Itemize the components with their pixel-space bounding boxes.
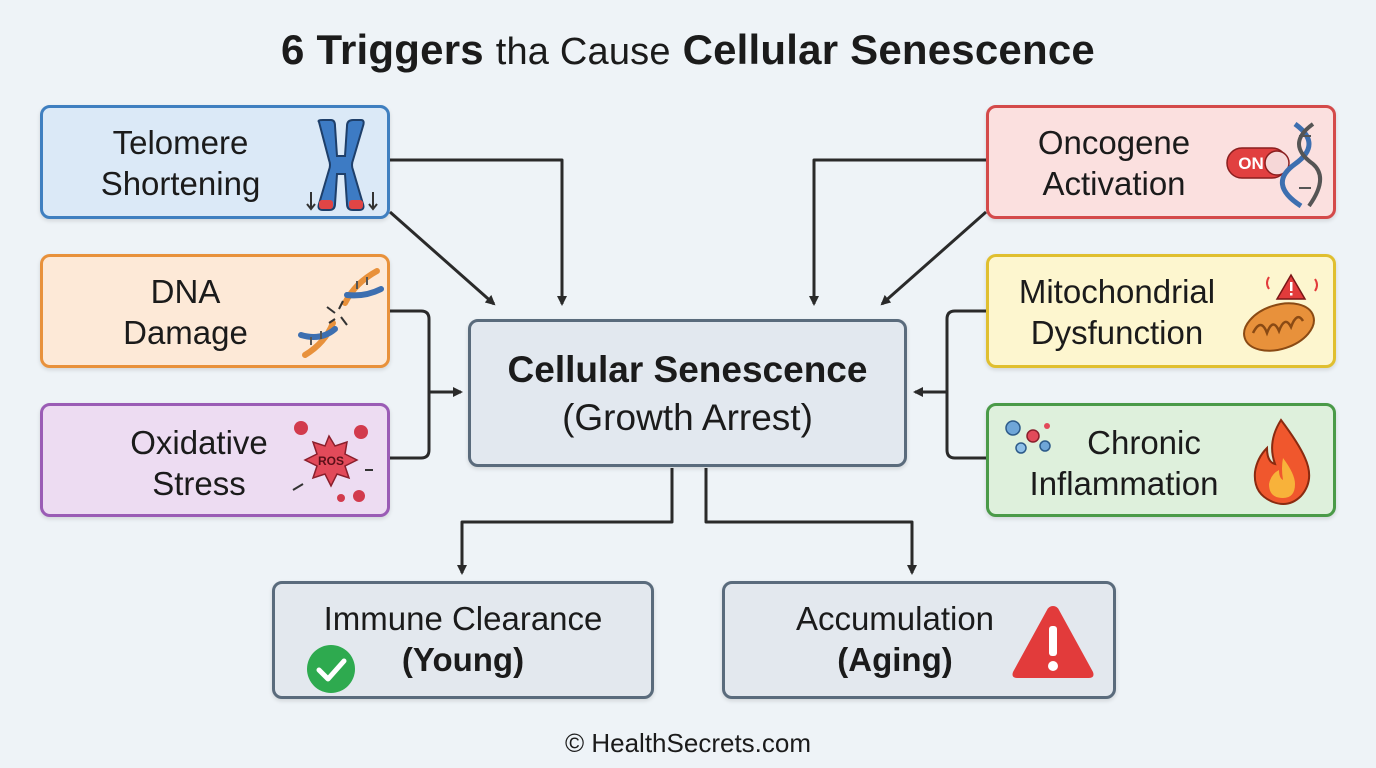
page-title: 6 Triggers tha Cause Cellular Senescence — [0, 26, 1376, 74]
arrow-oncogene-1 — [809, 158, 986, 306]
oxidative-line-1: Oxidative — [130, 424, 268, 461]
telomere-line-2: Shortening — [100, 165, 261, 202]
mito-line-1: Mitochondrial — [1018, 273, 1216, 310]
center-line-2: (Growth Arrest) — [562, 397, 813, 438]
inflammation-line-2: Inflammation — [1029, 465, 1219, 502]
outcome-immune-clearance: Immune Clearance (Young) — [272, 581, 654, 699]
oncogene-line-1: Oncogene — [1037, 124, 1191, 161]
ros-burst-icon: ROS — [292, 421, 373, 502]
inflammation-label: Chronic Inflammation — [1011, 422, 1237, 504]
arrow-inflammation — [945, 392, 986, 460]
trigger-telomere-shortening: Telomere Shortening — [40, 105, 390, 219]
mitochondria-icon — [1243, 273, 1318, 352]
aging-line-2: (Aging) — [837, 641, 953, 678]
aging-line-1: Accumulation — [795, 600, 995, 637]
outcome-accumulation: Accumulation (Aging) — [722, 581, 1116, 699]
title-part-1: 6 Triggers — [281, 26, 484, 73]
on-switch-dna-icon: ON — [1226, 122, 1322, 208]
young-line-1: Immune Clearance — [323, 600, 603, 637]
telomere-label: Telomere Shortening — [53, 122, 308, 204]
arrow-to-aging — [704, 468, 917, 575]
check-circle-icon — [307, 645, 355, 693]
mito-label: Mitochondrial Dysfunction — [999, 271, 1235, 353]
chromosome-icon — [306, 119, 378, 211]
cells-icon — [1005, 420, 1051, 454]
inflammation-line-1: Chronic — [1087, 424, 1201, 461]
trigger-oxidative-stress: Oxidative Stress ROS — [40, 403, 390, 517]
oxidative-line-2: Stress — [152, 465, 246, 502]
arrow-dna — [390, 309, 463, 397]
center-label: Cellular Senescence (Growth Arrest) — [471, 346, 904, 442]
mito-line-2: Dysfunction — [1030, 314, 1204, 351]
cellular-senescence-box: Cellular Senescence (Growth Arrest) — [468, 319, 907, 467]
arrow-to-young — [457, 468, 674, 575]
center-line-1: Cellular Senescence — [507, 349, 868, 390]
arrow-oxidative — [390, 392, 431, 460]
dna-label: DNA Damage — [53, 271, 318, 353]
dna-line-1: DNA — [150, 273, 221, 310]
trigger-dna-damage: DNA Damage — [40, 254, 390, 368]
warning-triangle-icon — [1012, 606, 1094, 678]
ros-text: ROS — [318, 454, 344, 468]
broken-dna-icon — [298, 268, 384, 358]
oncogene-label: Oncogene Activation — [1009, 122, 1219, 204]
fire-icon — [1253, 418, 1311, 505]
young-label: Immune Clearance (Young) — [275, 598, 651, 680]
dna-line-2: Damage — [123, 314, 248, 351]
telomere-line-1: Telomere — [112, 124, 249, 161]
title-part-3: Cellular Senescence — [682, 26, 1095, 73]
aging-label: Accumulation (Aging) — [753, 598, 1037, 680]
on-text: ON — [1238, 154, 1264, 173]
arrow-telomere-1 — [390, 158, 567, 306]
footer-copyright: © HealthSecrets.com — [564, 728, 812, 758]
arrow-mito — [913, 309, 986, 397]
trigger-mitochondrial-dysfunction: Mitochondrial Dysfunction — [986, 254, 1336, 368]
arrow-telomere-2 — [389, 210, 496, 306]
trigger-oncogene-activation: Oncogene Activation ON — [986, 105, 1336, 219]
arrow-oncogene-2 — [880, 210, 987, 306]
young-line-2: (Young) — [401, 641, 525, 678]
trigger-chronic-inflammation: Chronic Inflammation — [986, 403, 1336, 517]
oxidative-label: Oxidative Stress — [99, 422, 299, 504]
oncogene-line-2: Activation — [1042, 165, 1186, 202]
title-part-2: tha Cause — [495, 31, 671, 73]
